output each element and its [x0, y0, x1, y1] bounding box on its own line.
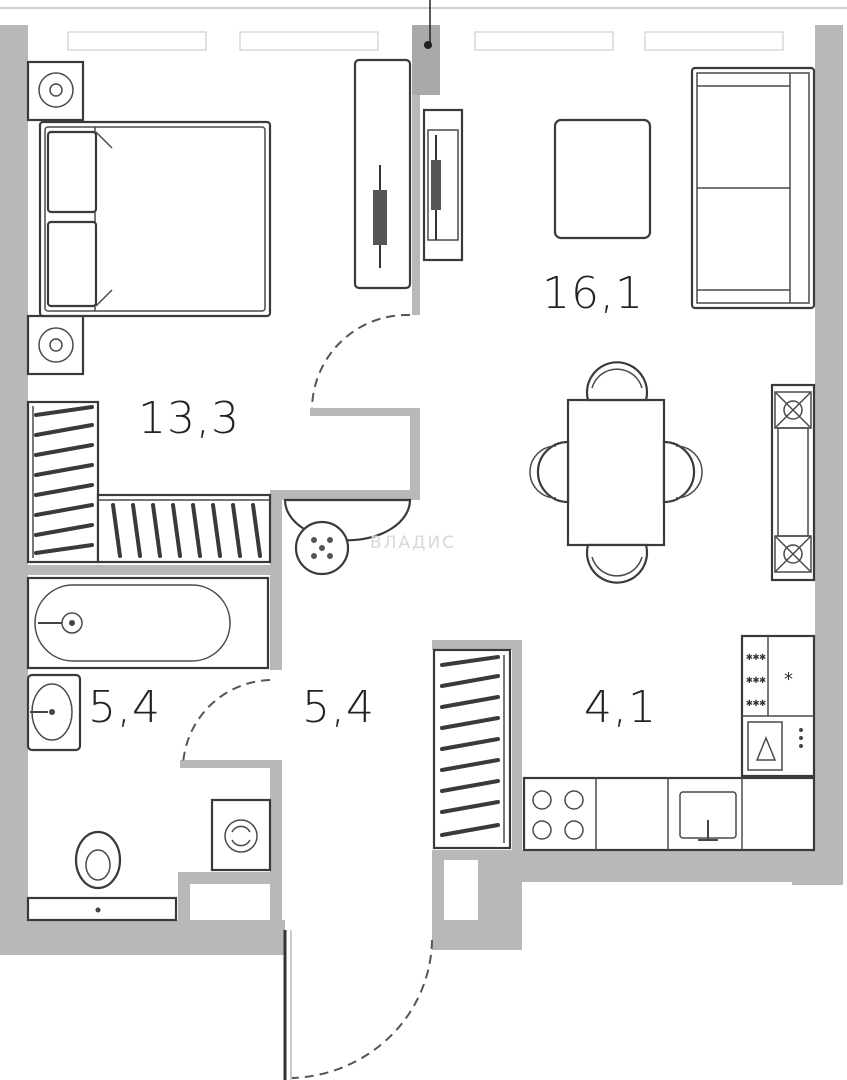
room-area-hall: 5,4 — [302, 682, 375, 733]
wardrobe-horizontal — [96, 493, 272, 564]
dining-set — [529, 361, 703, 584]
hall-round-seat — [283, 498, 412, 576]
bedroom-door-swing — [311, 313, 411, 409]
exterior-walls — [0, 25, 843, 955]
wardrobe-vertical — [26, 400, 100, 564]
window-marker-dot — [424, 41, 432, 49]
tv-unit — [422, 108, 464, 262]
interior-walls — [28, 25, 843, 925]
svg-text:✱✱✱: ✱✱✱ — [746, 673, 766, 686]
bathroom-door-swing — [182, 679, 271, 766]
desk — [353, 58, 412, 290]
entrance-door — [283, 930, 433, 1080]
kitchen-counter — [522, 776, 816, 852]
bathtub — [26, 576, 270, 670]
washing-machine — [210, 798, 272, 872]
room-area-living: 16,1 — [542, 268, 644, 319]
nightstand-bottom — [26, 314, 85, 376]
svg-text:✱✱✱: ✱✱✱ — [746, 650, 766, 663]
washbasin — [26, 673, 82, 752]
room-area-bedroom: 13,3 — [138, 393, 240, 444]
room-area-bathroom: 5,4 — [88, 682, 161, 733]
svg-text:*: * — [784, 669, 793, 690]
room-area-kitchen: 4,1 — [584, 682, 657, 733]
nightstand-top — [26, 60, 85, 122]
double-bed — [38, 120, 272, 318]
coffee-table — [553, 118, 652, 240]
hall-wardrobe — [432, 648, 512, 850]
kitchen-sink — [679, 791, 737, 841]
svg-text:✱✱✱: ✱✱✱ — [746, 696, 766, 709]
sofa — [690, 66, 816, 310]
cooktop — [532, 790, 584, 840]
toilet — [26, 830, 178, 922]
fridge-unit: ✱✱✱ ✱✱✱ ✱✱✱ * — [740, 634, 816, 778]
radiators-top — [67, 31, 784, 51]
side-bench — [770, 383, 816, 582]
watermark-text: ВЛАДИС — [370, 533, 456, 553]
